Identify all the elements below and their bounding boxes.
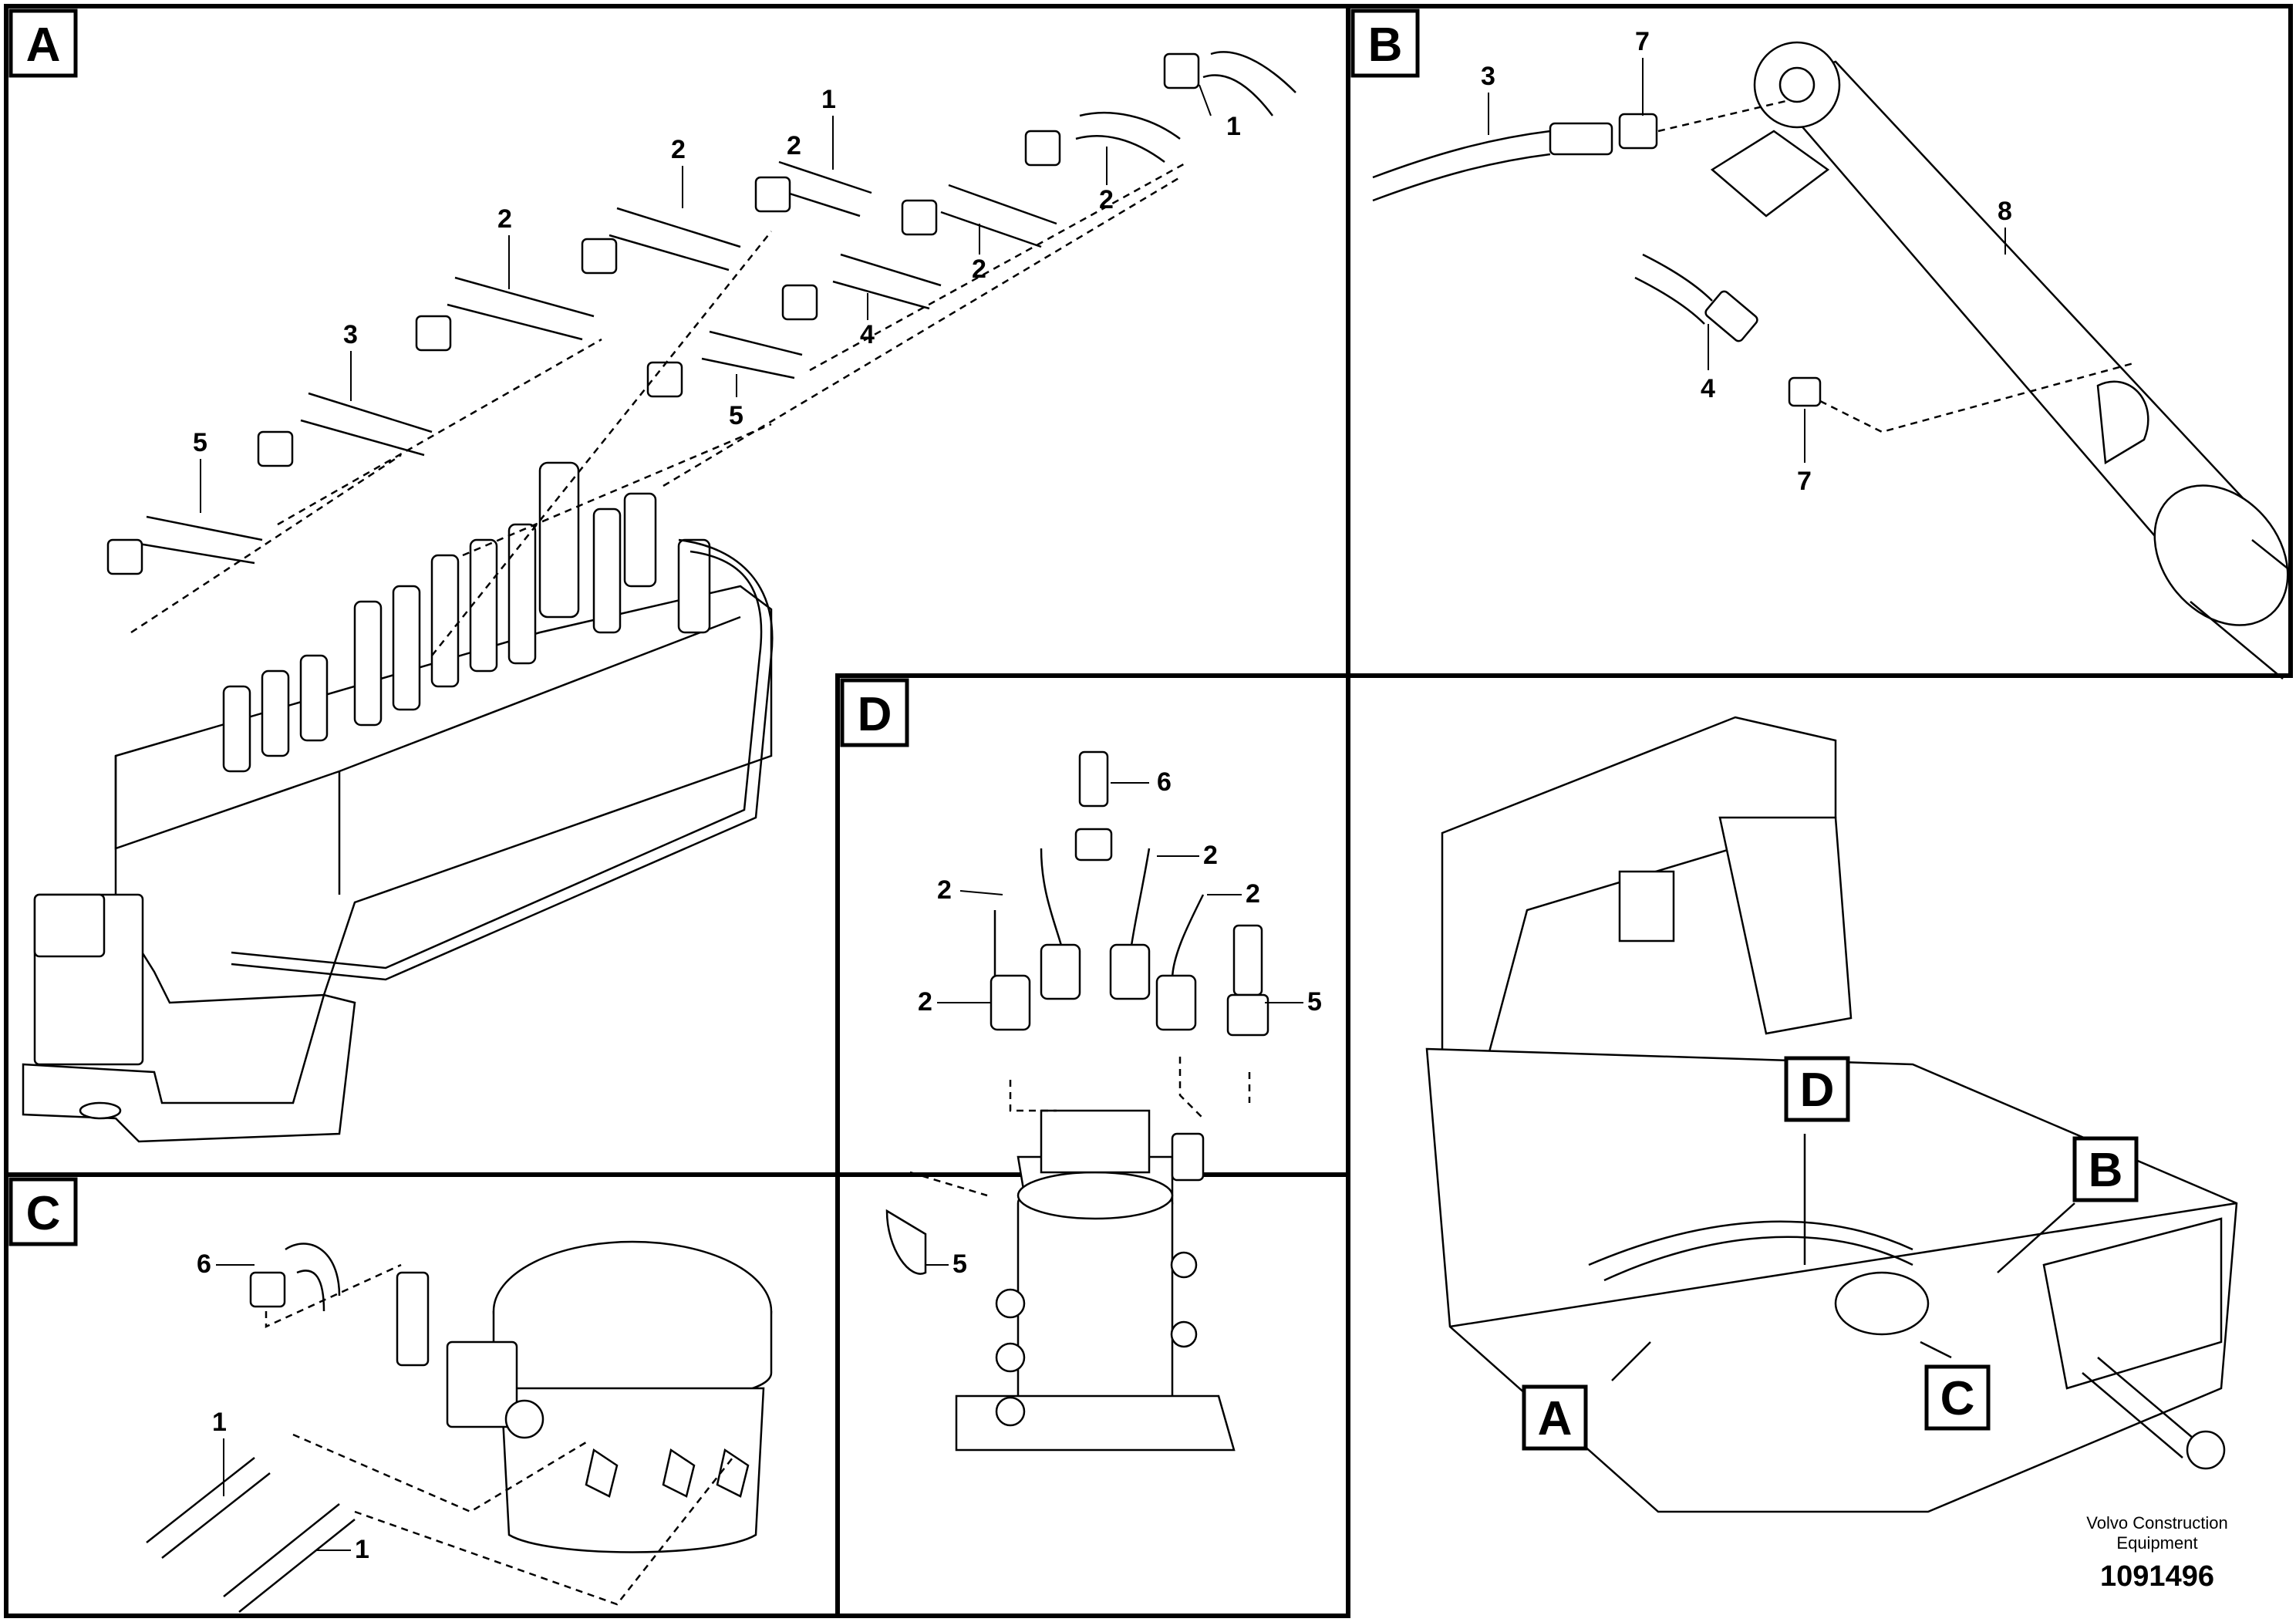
overview-badge-a: A: [1522, 1384, 1588, 1451]
panel-b-drawing: 3 7 8 4 7: [1372, 27, 2291, 679]
hose-assemblies: [106, 51, 1296, 575]
svg-text:5: 5: [729, 401, 743, 430]
svg-text:C: C: [1940, 1372, 1975, 1425]
hose-4-b: [1642, 253, 1713, 302]
svg-text:6: 6: [197, 1249, 211, 1279]
svg-text:3: 3: [1481, 62, 1495, 91]
svg-text:6: 6: [1157, 767, 1172, 797]
brand-line-1: Volvo Construction: [2086, 1513, 2227, 1533]
svg-text:2: 2: [1246, 879, 1260, 909]
svg-text:7: 7: [1635, 27, 1650, 56]
panel-c-callouts: 6 1 1: [197, 1249, 369, 1564]
figure-number: 1091496: [2100, 1560, 2214, 1593]
swivel-body: [500, 1387, 765, 1553]
hose-1-c-lower: [223, 1503, 340, 1597]
engine-housing: [1425, 1047, 2238, 1513]
svg-text:2: 2: [671, 135, 686, 164]
svg-text:B: B: [1368, 19, 1403, 72]
panel-d-badge: D: [840, 678, 909, 747]
svg-text:7: 7: [1797, 467, 1812, 496]
panel-b-frame: [1346, 4, 2293, 678]
cylinder-overview: [2097, 1357, 2199, 1443]
panel-d-frame: [835, 673, 1350, 1618]
svg-text:2: 2: [1203, 841, 1218, 870]
svg-text:2: 2: [918, 987, 932, 1017]
svg-text:4: 4: [1701, 374, 1715, 403]
svg-text:2: 2: [497, 204, 512, 234]
overview-badge-b: B: [2072, 1136, 2139, 1202]
svg-text:A: A: [26, 19, 61, 72]
svg-text:A: A: [1538, 1392, 1573, 1445]
valve-ports: [222, 461, 711, 773]
overview-drawing: D B A C: [1425, 716, 2238, 1513]
svg-text:1: 1: [212, 1408, 227, 1437]
brand-line-2: Equipment: [2116, 1533, 2197, 1553]
panel-d-drawing: 6 2 2 2 2 5 5: [885, 750, 1322, 1452]
svg-text:2: 2: [972, 255, 986, 284]
svg-text:D: D: [858, 688, 892, 741]
return-tube: [231, 538, 774, 981]
panel-c-drawing: 6 1 1: [146, 1240, 773, 1613]
panel-a-leader-dashes: [130, 160, 1188, 656]
svg-text:5: 5: [193, 428, 207, 457]
panel-a-drawing: 1 1 2 2 2 2 2 3 4 5 5: [22, 51, 1296, 1143]
svg-text:2: 2: [787, 131, 801, 160]
panel-c-badge: C: [8, 1177, 78, 1246]
panel-b-callouts: 3 7 8 4 7: [1481, 27, 2012, 496]
hose-3-b: [1372, 130, 1551, 179]
svg-text:5: 5: [1307, 987, 1322, 1017]
svg-text:2: 2: [1099, 185, 1114, 214]
svg-text:C: C: [26, 1187, 61, 1240]
svg-text:D: D: [1800, 1064, 1835, 1117]
svg-text:5: 5: [952, 1249, 967, 1279]
panel-b-badge: B: [1350, 8, 1420, 78]
svg-text:1: 1: [821, 85, 836, 114]
svg-text:B: B: [2089, 1144, 2123, 1197]
panel-d-hoses: [885, 750, 1269, 1275]
svg-text:2: 2: [937, 875, 952, 905]
panel-a-callouts: 1 1 2 2 2 2 2 3 4 5 5: [193, 84, 1241, 513]
overview-badge-c: C: [1924, 1364, 1991, 1431]
panel-a-badge: A: [8, 8, 78, 78]
hose-6-c: [285, 1243, 341, 1297]
svg-text:3: 3: [343, 320, 358, 349]
svg-text:4: 4: [860, 320, 875, 349]
svg-text:1: 1: [1226, 112, 1241, 141]
svg-text:1: 1: [355, 1535, 369, 1564]
overview-badge-d: D: [1784, 1056, 1850, 1122]
panel-d-callouts: 6 2 2 2 2 5 5: [918, 767, 1322, 1279]
hose-1-c-upper: [146, 1457, 255, 1543]
svg-text:8: 8: [1998, 197, 2012, 226]
